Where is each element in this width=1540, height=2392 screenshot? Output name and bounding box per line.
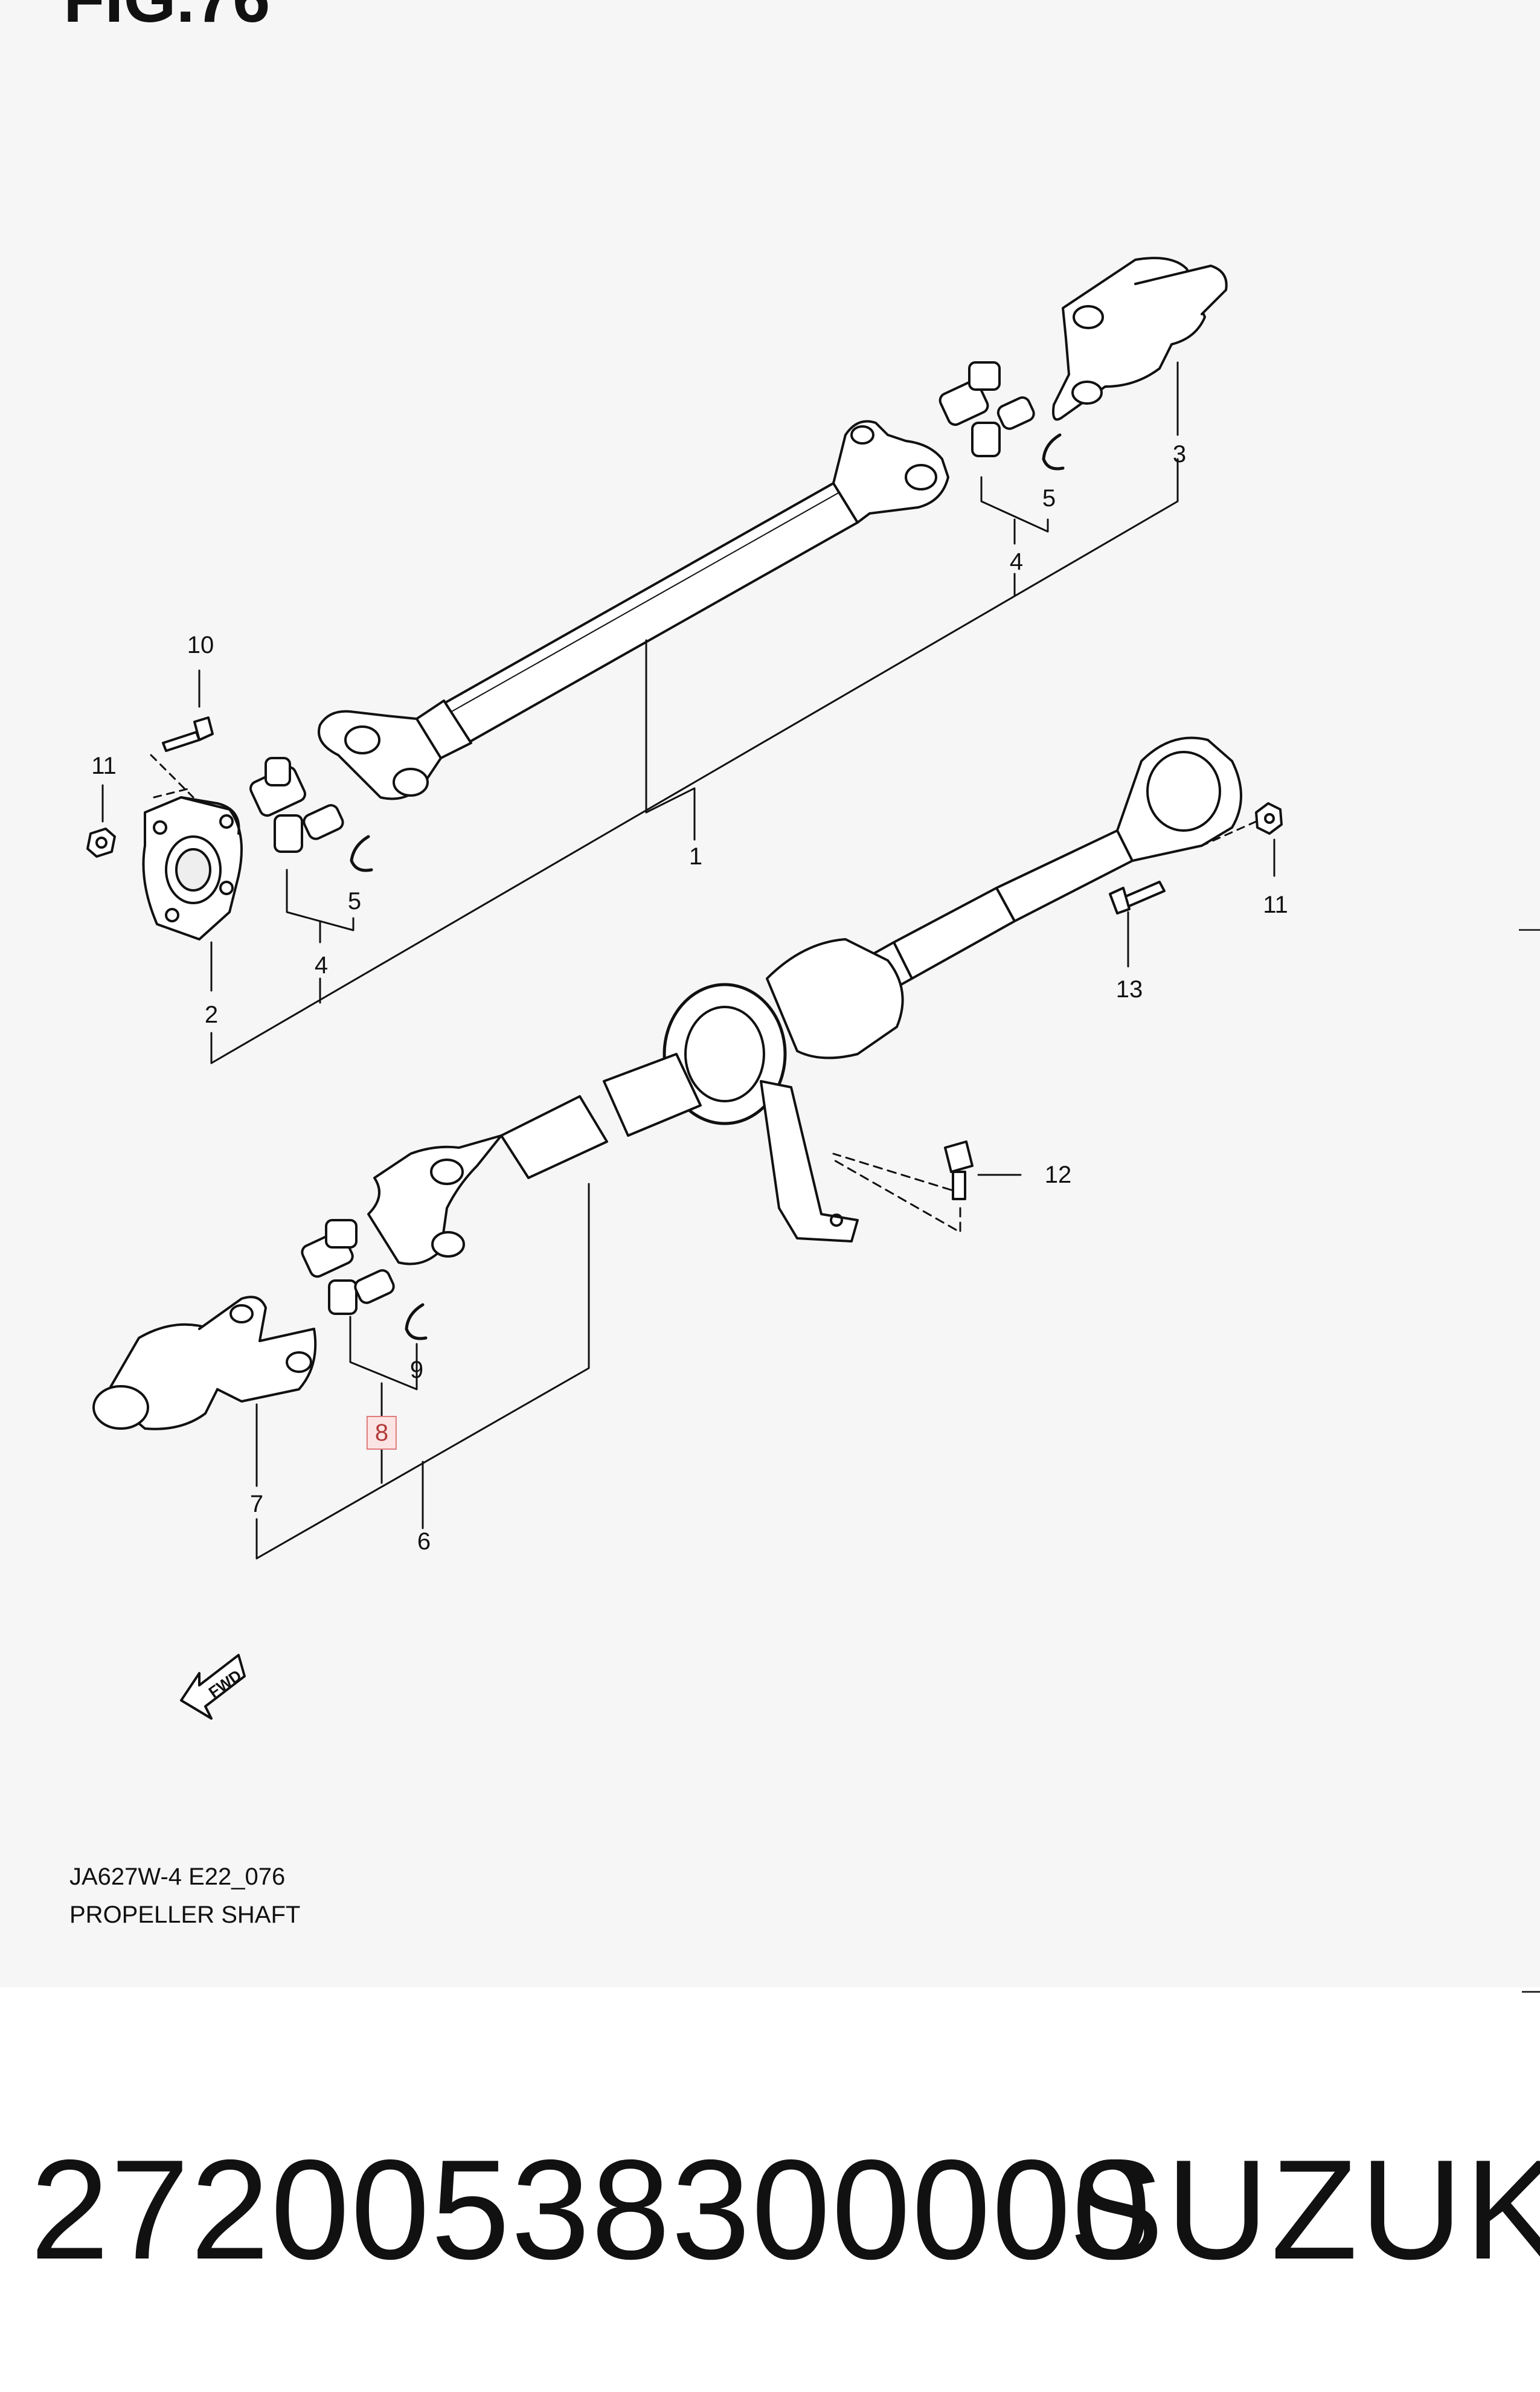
diagram-sheet: FIG.76 [63,0,1540,1993]
snap-ring-upper-right [1042,433,1065,471]
bolt-12 [944,1140,974,1200]
front-propeller-shaft [318,420,949,800]
callout-5-upper-left[interactable]: 5 [347,888,362,915]
callout-7[interactable]: 7 [249,1491,264,1517]
callout-9[interactable]: 9 [409,1357,424,1383]
callout-3[interactable]: 3 [1172,441,1187,468]
callout-6[interactable]: 6 [417,1528,431,1555]
callout-13[interactable]: 13 [1115,976,1143,1003]
figure-title: FIG.76 [63,0,270,33]
callout-11-left[interactable]: 11 [91,753,117,779]
universal-joint-spider-upper-right [938,361,1035,457]
edge-mark-top [1519,929,1540,931]
universal-joint-spider-upper-left [249,757,344,853]
callout-2[interactable]: 2 [204,1001,219,1028]
edge-mark-bottom [1522,1991,1540,1993]
exploded-parts-diagram: FWD [86,257,1283,1720]
figure-code: JA627W-4 E22_076 [69,1863,286,1890]
callout-10[interactable]: 10 [187,632,214,658]
callout-4-upper-left[interactable]: 4 [314,952,329,979]
nut-11-right [1255,802,1283,835]
callout-4-upper-right[interactable]: 4 [1009,548,1024,575]
brand-name: SUZUKI [1069,2130,1540,2289]
snap-ring-upper-left [350,835,373,872]
part-number: 27200538300000 [30,2130,1152,2289]
rear-propeller-shaft [367,736,1242,1265]
flange-yoke [142,796,243,940]
snap-ring-9 [405,1303,428,1340]
end-yoke [1052,257,1228,421]
sleeve-yoke [92,1296,317,1430]
callout-11-right[interactable]: 11 [1263,892,1288,918]
callout-12[interactable]: 12 [1044,1162,1072,1188]
figure-name: PROPELLER SHAFT [69,1902,301,1928]
fwd-arrow-icon: FWD [180,1654,246,1720]
bolt-10 [162,716,214,752]
callout-8-highlighted[interactable]: 8 [366,1416,397,1450]
nut-11-left [86,828,116,858]
callout-5-upper-right[interactable]: 5 [1042,485,1056,512]
callout-1[interactable]: 1 [688,843,703,870]
universal-joint-spider-lower [301,1219,395,1315]
leader-lines [101,361,1275,1560]
bolt-13 [1109,881,1166,915]
